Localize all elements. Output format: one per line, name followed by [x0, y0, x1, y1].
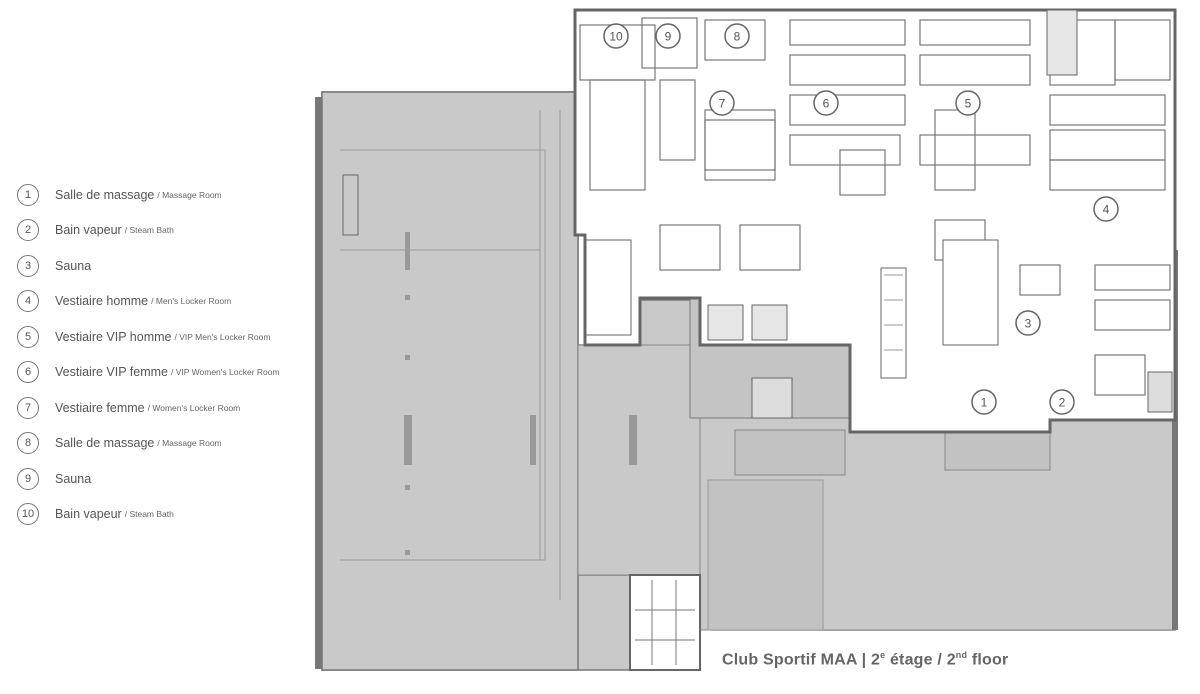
legend-item: 4 Vestiaire homme/ Men's Locker Room: [17, 284, 280, 320]
room-marker-number: 1: [981, 396, 988, 410]
room-marker-1: 1: [971, 389, 997, 415]
room-partition: [1019, 264, 1061, 296]
room-name-en: / VIP Women's Locker Room: [171, 367, 280, 378]
room-number-badge: 8: [17, 432, 39, 455]
room-name-fr: Salle de massage: [55, 436, 155, 451]
room-marker-circle: [955, 90, 981, 116]
legend-item: 1 Salle de massage/ Massage Room: [17, 177, 280, 213]
room-partition: [789, 54, 906, 86]
room-marker-8: 8: [724, 23, 750, 49]
legend-item: 8 Salle de massage/ Massage Room: [17, 426, 280, 462]
room-marker-number: 10: [609, 30, 623, 44]
room-partition: [1094, 299, 1171, 331]
room-partition: [659, 79, 696, 161]
room-marker-circle: [1093, 196, 1119, 222]
room-name-en: / Men's Locker Room: [151, 296, 232, 307]
room-name-fr: Sauna: [55, 258, 92, 273]
room-marker-circle: [603, 23, 629, 49]
room-name-en: / Massage Room: [157, 189, 222, 200]
room-name-fr: Bain vapeur: [55, 507, 122, 522]
room-marker-circle: [709, 90, 735, 116]
room-name-fr: Vestiaire femme: [55, 400, 145, 415]
legend-item: 5 Vestiaire VIP homme/ VIP Men's Locker R…: [17, 319, 280, 355]
room-marker-4: 4: [1093, 196, 1119, 222]
room-marker-circle: [1049, 389, 1075, 415]
room-partition: [919, 54, 1031, 86]
room-number-badge: 9: [17, 467, 39, 490]
room-marker-number: 9: [665, 30, 672, 44]
room-marker-number: 8: [734, 30, 741, 44]
room-marker-9: 9: [655, 23, 681, 49]
room-marker-circle: [971, 389, 997, 415]
room-partition: [1049, 94, 1166, 126]
room-marker-circle: [1015, 310, 1041, 336]
legend-item: 9 Sauna: [17, 461, 280, 497]
room-marker-number: 2: [1059, 396, 1066, 410]
room-marker-number: 4: [1103, 203, 1110, 217]
room-number-badge: 1: [17, 183, 39, 206]
room-partition: [704, 19, 766, 61]
room-partition: [1094, 354, 1146, 396]
room-marker-3: 3: [1015, 310, 1041, 336]
plan-title: Club Sportif MAA | 2e étage / 2nd floor: [722, 650, 1009, 669]
room-partition: [739, 224, 801, 271]
room-marker-5: 5: [955, 90, 981, 116]
room-number-badge: 7: [17, 396, 39, 419]
legend-item: 3 Sauna: [17, 248, 280, 284]
room-marker-number: 3: [1025, 317, 1032, 331]
room-name-fr: Salle de massage: [55, 187, 155, 202]
room-number-badge: 6: [17, 361, 39, 384]
room-partition: [659, 224, 721, 271]
room-marker-circle: [813, 90, 839, 116]
room-marker-6: 6: [813, 90, 839, 116]
room-partition: [789, 94, 906, 126]
room-marker-7: 7: [709, 90, 735, 116]
room-marker-number: 6: [823, 97, 830, 111]
room-marker-2: 2: [1049, 389, 1075, 415]
room-marker-number: 5: [965, 97, 972, 111]
room-partition: [789, 134, 901, 166]
room-partition: [789, 19, 906, 46]
legend-item: 7 Vestiaire femme/ Women's Locker Room: [17, 390, 280, 426]
room-marker-circle: [655, 23, 681, 49]
room-number-badge: 2: [17, 219, 39, 242]
room-partition: [1114, 19, 1171, 81]
room-name-fr: Vestiaire VIP homme: [55, 329, 172, 344]
room-partition: [704, 119, 776, 181]
room-marker-number: 7: [719, 97, 726, 111]
room-markers: 1 2 3 4 5 6 7 8 9 10: [603, 23, 1119, 415]
room-partition: [641, 17, 698, 69]
legend-item: 10 Bain vapeur/ Steam Bath: [17, 497, 280, 533]
room-partition: [919, 19, 1031, 46]
room-partition: [934, 109, 976, 191]
room-name-fr: Bain vapeur: [55, 223, 122, 238]
room-marker-circle: [724, 23, 750, 49]
room-partition: [1094, 264, 1171, 291]
room-partition: [839, 149, 886, 196]
room-number-badge: 10: [17, 503, 39, 526]
room-marker-10: 10: [603, 23, 629, 49]
room-partition: [1049, 159, 1166, 191]
room-name-fr: Vestiaire VIP femme: [55, 365, 169, 380]
room-name-fr: Sauna: [55, 471, 92, 486]
room-number-badge: 5: [17, 325, 39, 348]
room-name-en: / Steam Bath: [124, 225, 174, 236]
legend-item: 2 Bain vapeur/ Steam Bath: [17, 213, 280, 249]
legend-item: 6 Vestiaire VIP femme/ VIP Women's Locker…: [17, 355, 280, 391]
room-name-fr: Vestiaire homme: [55, 294, 149, 309]
room-name-en: / Women's Locker Room: [147, 402, 241, 413]
room-name-en: / VIP Men's Locker Room: [174, 331, 271, 342]
room-number-badge: 4: [17, 290, 39, 313]
room-number-badge: 3: [17, 254, 39, 277]
room-name-en: / Massage Room: [157, 438, 222, 449]
room-name-en: / Steam Bath: [124, 509, 174, 520]
